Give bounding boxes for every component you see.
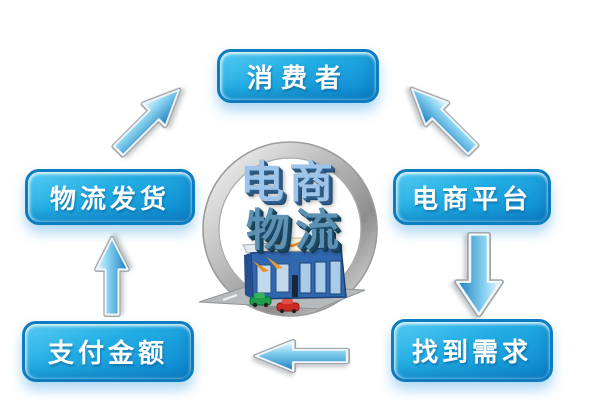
node-logistics-shipping-label: 物流发货 <box>49 183 170 214</box>
node-find-demand: 找到需求 <box>391 319 553 382</box>
node-find-demand-label: 找到需求 <box>411 337 532 367</box>
ecommerce-logistics-logo: 电商 物流 <box>193 139 385 323</box>
node-logistics-shipping: 物流发货 <box>25 169 195 225</box>
arrow-platform-to-consumer-icon <box>395 72 488 165</box>
node-ecommerce-platform-label: 电商平台 <box>411 183 532 214</box>
node-payment-amount: 支付金额 <box>22 321 194 382</box>
red-car-icon <box>276 299 300 314</box>
silver-ring-icon <box>198 141 378 317</box>
arrow-demand-to-payment-icon <box>252 337 350 375</box>
arrow-payment-to-logistics-icon <box>92 235 132 317</box>
node-consumer: 消费者 <box>217 49 379 103</box>
node-payment-amount-label: 支付金额 <box>47 338 168 368</box>
green-car-icon <box>249 293 272 308</box>
warehouse-building-icon <box>242 237 347 300</box>
node-ecommerce-platform: 电商平台 <box>393 169 551 225</box>
node-consumer-label: 消费者 <box>246 62 349 93</box>
arrow-logistics-to-consumer-icon <box>102 73 195 166</box>
arrow-platform-to-demand-icon <box>451 232 507 318</box>
